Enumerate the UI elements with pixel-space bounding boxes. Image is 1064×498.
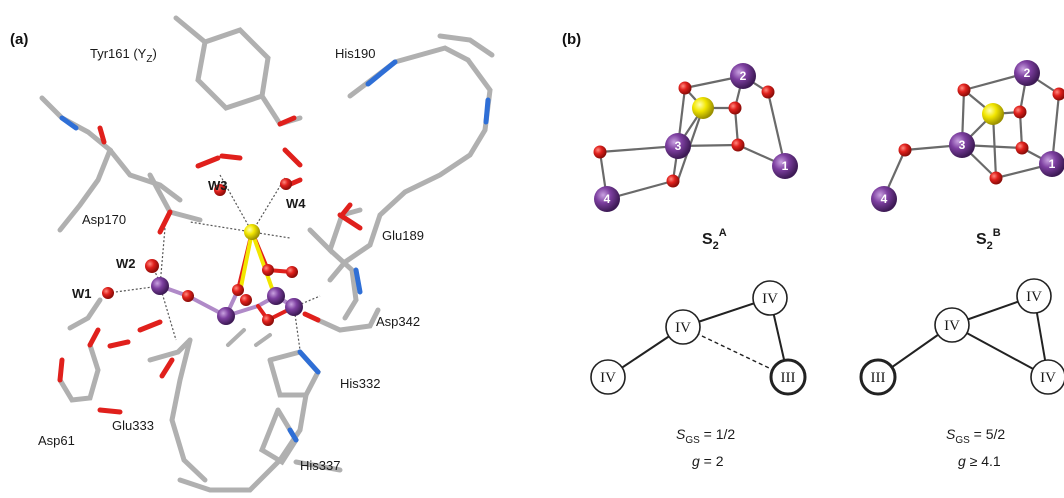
glu189-residue xyxy=(307,202,363,321)
label-his190: His190 xyxy=(335,46,375,61)
panel-b-label: (b) xyxy=(562,31,581,48)
his190-residue xyxy=(327,33,495,283)
oxo-atom xyxy=(262,314,274,326)
label-w2: W2 xyxy=(116,256,136,271)
oxo-atom xyxy=(232,284,244,296)
s2b-node-3: III xyxy=(871,370,886,386)
label-asp342: Asp342 xyxy=(376,314,420,329)
asp170-residue xyxy=(39,95,203,235)
panel-a: (a) xyxy=(10,15,495,493)
s2b-node-1: IV xyxy=(944,318,960,334)
water-w4 xyxy=(280,178,292,190)
panel-b: (b) xyxy=(562,31,1064,469)
s2b-node-2: IV xyxy=(1026,289,1042,305)
oxo-atom xyxy=(182,290,194,302)
water-w3 xyxy=(214,184,226,196)
s2a-mn2-label: 2 xyxy=(740,69,747,83)
s2b-mn3-label: 3 xyxy=(959,138,966,152)
water-w2 xyxy=(145,259,159,273)
s2a-mn1-label: 1 xyxy=(782,159,789,173)
s2a-node-1: IV xyxy=(675,320,691,336)
label-w1: W1 xyxy=(72,286,92,301)
s2b-sgs: SGS = 5/2 xyxy=(946,426,1005,446)
mn-atom xyxy=(217,307,235,325)
water-w1 xyxy=(102,287,114,299)
asp342-residue xyxy=(302,307,381,333)
panel-a-label: (a) xyxy=(10,31,28,48)
s2a-mn3-label: 3 xyxy=(675,139,682,153)
his332-residue xyxy=(177,349,322,493)
oxo-atom xyxy=(240,294,252,306)
s2b-mn2-label: 2 xyxy=(1024,66,1031,80)
mn-atom xyxy=(267,287,285,305)
asp61-residue xyxy=(57,297,163,415)
oxo-atom xyxy=(262,264,274,276)
s2b-mn1-label: 1 xyxy=(1049,157,1056,171)
s2a-node-3: IV xyxy=(600,370,616,386)
s2a-node-2: IV xyxy=(762,291,778,307)
ca-atom xyxy=(244,224,260,240)
mn-atom xyxy=(285,298,303,316)
s2a-spin-diagram: IV IV IV III xyxy=(590,280,807,396)
label-his332: His332 xyxy=(340,376,380,391)
s2b-mn4-label: 4 xyxy=(881,192,888,206)
s2b-node-4: IV xyxy=(1040,370,1056,386)
s2a-sgs: SGS = 1/2 xyxy=(676,426,735,446)
glu333-residue xyxy=(147,337,208,483)
his337-residue xyxy=(258,407,343,473)
s2a-g: g = 2 xyxy=(692,453,724,469)
s2a-state-label: S2A xyxy=(702,227,727,252)
label-w3: W3 xyxy=(208,178,228,193)
s2b-spin-diagram: IV IV III IV xyxy=(859,278,1064,396)
mn-atom xyxy=(151,277,169,295)
label-tyr161: Tyr161 (YZ) xyxy=(90,46,157,65)
s2a-mn4-label: 4 xyxy=(604,192,611,206)
s2b-cluster-model: 1 2 3 4 xyxy=(871,60,1064,212)
oxo-atom xyxy=(286,266,298,278)
s2a-node-4: III xyxy=(781,370,796,386)
label-his337: His337 xyxy=(300,458,340,473)
s2b-g: g ≥ 4.1 xyxy=(958,453,1001,469)
label-glu189: Glu189 xyxy=(382,228,424,243)
s2b-state-label: S2B xyxy=(976,227,1001,252)
s2a-cluster-model: 1 2 3 4 xyxy=(593,63,798,212)
tyr161-residue xyxy=(173,15,303,127)
label-w4: W4 xyxy=(286,196,306,211)
oec-cluster xyxy=(151,224,303,326)
label-asp170: Asp170 xyxy=(82,212,126,227)
label-glu333: Glu333 xyxy=(112,418,154,433)
label-asp61: Asp61 xyxy=(38,433,75,448)
